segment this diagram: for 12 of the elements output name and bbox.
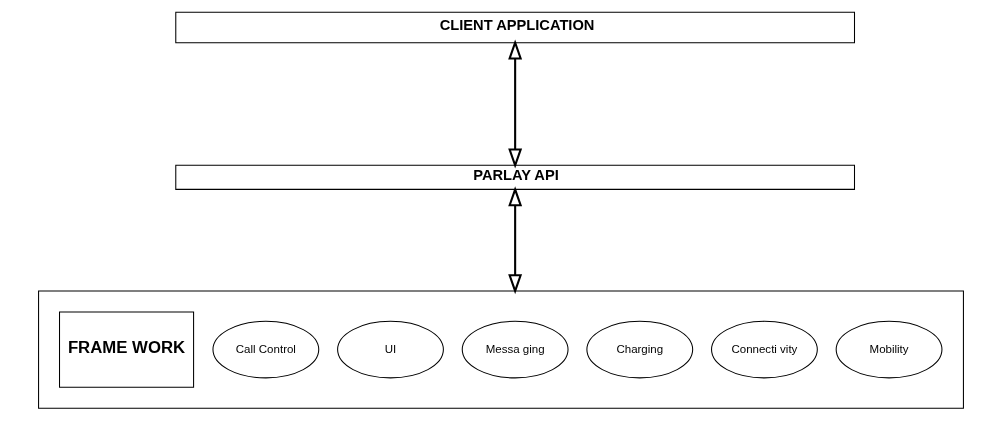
- arrow: [508, 186, 523, 295]
- node-ellipse: Charging: [586, 320, 694, 379]
- node-box: CLIENT APPLICATION: [175, 11, 856, 44]
- node-ellipse: Messa ging: [461, 320, 569, 379]
- node-box: FRAME WORK: [59, 311, 195, 388]
- node-ellipse: Call Control: [212, 320, 320, 379]
- node-ellipse: UI: [337, 320, 444, 379]
- node-ellipse: Mobility: [835, 320, 943, 379]
- cluster: [38, 290, 964, 409]
- node-box: PARLAY API: [175, 164, 856, 190]
- node-ellipse: Connecti vity: [711, 320, 818, 379]
- arrow: [508, 39, 523, 169]
